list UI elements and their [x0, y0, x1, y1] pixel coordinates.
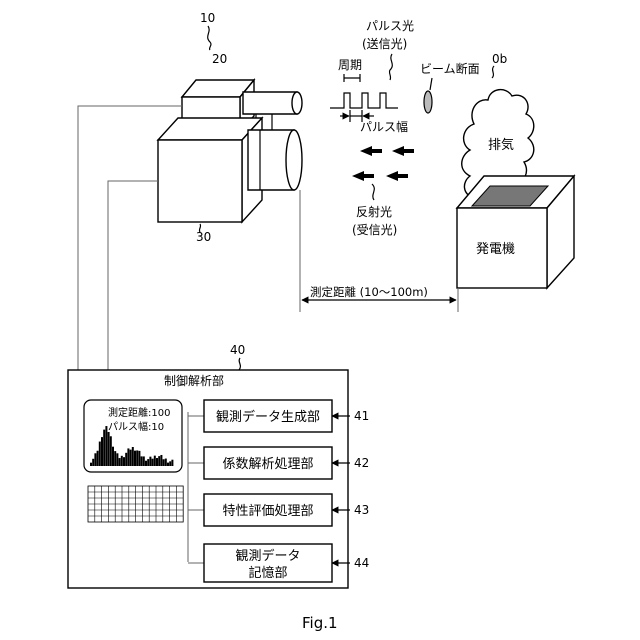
pulse-width-label: パルス幅 [360, 119, 408, 134]
measure-distance-label: 測定距離 (10～100m) [310, 285, 428, 299]
histogram-bar [169, 461, 171, 466]
histogram-bar [90, 463, 92, 466]
unit-ref-42: 42 [354, 456, 369, 470]
analyzer-ref-label: 40 [230, 343, 245, 357]
analyzer-title: 制御解析部 [164, 373, 224, 388]
exhaust-ref-leader [492, 66, 494, 78]
histogram-bar [114, 451, 116, 466]
histogram-bar [121, 456, 123, 466]
histogram-bar [134, 451, 136, 466]
unit-ref-41: 41 [354, 409, 369, 423]
system-ref-label: 10 [200, 11, 215, 25]
histogram-bar [143, 456, 145, 466]
pulse-light-leader [389, 54, 392, 80]
figure-caption: Fig.1 [302, 614, 338, 632]
unit-ref-43: 43 [354, 503, 369, 517]
histogram-bar [156, 458, 158, 466]
histogram-bar [103, 430, 105, 466]
reflected-light-label: 反射光 [356, 204, 392, 219]
pulse-waveform [330, 93, 398, 108]
histogram-bar [160, 455, 162, 466]
histogram-bar [110, 436, 112, 466]
histogram-bar [141, 456, 143, 466]
histogram-bar [152, 459, 154, 466]
reflected-light-leader [372, 184, 374, 200]
exhaust-ref-label: 0b [492, 52, 507, 66]
unit-label-43: 特性評価処理部 [222, 504, 313, 519]
screen-pulse-text: パルス幅:10 [108, 420, 164, 433]
histogram-bar [154, 456, 156, 466]
histogram-bar [136, 450, 138, 466]
histogram-bar [97, 451, 99, 466]
histogram-bar [138, 451, 140, 466]
signal-wire-receiver [108, 181, 158, 370]
unit-label-44-line2: 記憶部 [248, 565, 287, 581]
histogram-bar [125, 453, 127, 466]
histogram-bar [101, 437, 103, 466]
generator-label: 発電機 [476, 242, 515, 257]
analyzer-ref-leader [239, 358, 240, 370]
unit-ref-44: 44 [354, 556, 369, 570]
period-dimension [344, 74, 360, 82]
unit-label-44-line1: 観測データ [235, 548, 300, 564]
histogram-bar [94, 453, 96, 466]
beam-section-label: ビーム断面 [420, 61, 480, 76]
histogram-bar [127, 448, 129, 466]
histogram-bar [123, 457, 125, 466]
unit-label-41: 観測データ生成部 [216, 409, 320, 425]
histogram-bar [132, 447, 134, 466]
screen-distance-text: 測定距離:100 [108, 406, 170, 419]
generator [457, 176, 574, 288]
system-ref-leader [208, 26, 211, 50]
histogram-bar [145, 461, 147, 466]
histogram-bar [116, 453, 118, 466]
histogram-bar [119, 458, 121, 466]
reflected-light-arrows [352, 146, 414, 181]
exhaust-label: 排気 [488, 137, 514, 153]
histogram-bar [158, 456, 160, 466]
histogram-bar [171, 460, 173, 466]
histogram-bar [163, 459, 165, 466]
histogram-bar [108, 432, 110, 466]
histogram-bar [147, 459, 149, 466]
histogram-bar [165, 459, 167, 466]
histogram-bar [92, 459, 94, 466]
histogram-bar [149, 457, 151, 466]
light-source-ref-label: 20 [212, 52, 227, 66]
histogram-bar [130, 450, 132, 466]
beam-section-ellipse [424, 91, 432, 113]
unit-label-42: 係数解析処理部 [222, 457, 313, 472]
beam-section-leader [430, 78, 432, 90]
pulse-light-label: パルス光 [366, 19, 414, 33]
sensor-device [158, 80, 302, 222]
period-label: 周期 [338, 58, 362, 72]
pulse-light-sub-label: (送信光) [362, 36, 407, 51]
receiver-ref-label: 30 [196, 230, 211, 244]
histogram-bar [112, 447, 114, 466]
histogram-bar [99, 442, 101, 466]
histogram-bar [105, 426, 107, 466]
histogram-bar [167, 463, 169, 466]
reflected-light-sub-label: (受信光) [352, 223, 397, 237]
